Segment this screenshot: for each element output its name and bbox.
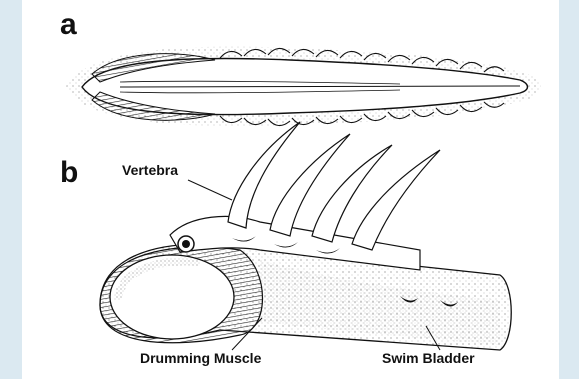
panel-a-letter: a (60, 8, 77, 41)
label-drumming-muscle: Drumming Muscle (140, 350, 262, 366)
swim-bladder-dorsal-view (66, 47, 541, 127)
bladder-lumen (110, 255, 234, 339)
panel-a: a (60, 8, 541, 126)
panel-b-letter: b (60, 156, 78, 189)
label-swim-bladder: Swim Bladder (382, 350, 475, 366)
panel-b: b (60, 122, 511, 366)
leader-vertebra (188, 180, 232, 200)
label-vertebra: Vertebra (122, 162, 178, 178)
swim-bladder-cutaway (100, 122, 511, 350)
